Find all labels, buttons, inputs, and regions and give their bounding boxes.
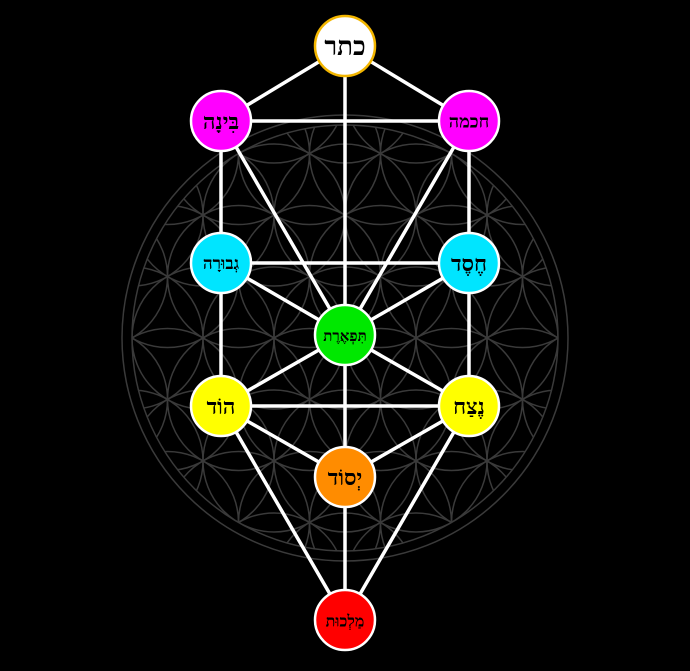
sephira-label-binah: בִּינָה [203,109,239,135]
sephira-circle-malkhut [313,588,377,652]
sephira-tiferet: תִּפְאֶרֶת [313,303,377,367]
pattern-circle [202,512,346,552]
sephira-label-yesod: יְסוֹד [328,465,363,491]
sephira-chesed: חֶסֶד [437,231,501,295]
sephira-circle-keter [313,14,377,78]
sephira-circle-netzach [437,374,501,438]
sephira-binah: בִּינָה [189,89,253,153]
sephira-label-hod: הוֹד [207,394,236,420]
sephira-circle-chokhmah [437,89,501,153]
sephira-netzach: נֶצַח [437,374,501,438]
sephira-yesod: יְסוֹד [313,445,377,509]
sephira-label-tiferet: תִּפְאֶרֶת [323,327,366,345]
sephira-circle-chesed [437,231,501,295]
sephira-circle-yesod [313,445,377,509]
sephira-circle-gevurah [189,231,253,295]
sephira-gevurah: גְבוּרָה [189,231,253,295]
pattern-circle [344,124,488,164]
sephira-hod: הוֹד [189,374,253,438]
path-netzach-malkhut [343,404,471,622]
sephira-circle-tiferet [313,303,377,367]
sephira-label-chesed: חֶסֶד [451,251,487,277]
path-binah-tiferet [219,119,347,337]
sephira-chokhmah: חכמה [437,89,501,153]
sephira-label-netzach: נֶצַח [453,394,485,420]
pattern-circle [202,124,346,164]
sephira-malkhut: מַלְכוּת [313,588,377,652]
sephira-label-chokhmah: חכמה [449,112,489,133]
sephira-label-malkhut: מַלְכוּת [326,612,365,631]
sephira-circle-binah [189,89,253,153]
pattern-circle [344,512,488,552]
path-hod-malkhut [219,404,347,622]
sephirot-layer: כתר בִּינָה חכמה גְבוּרָה חֶסֶד תִּפְאֶרֶת הוֹ… [189,14,501,652]
sephira-label-gevurah: גְבוּרָה [203,254,240,274]
sephira-label-keter: כתר [324,32,365,62]
sephira-keter: כתר [313,14,377,78]
path-chokhmah-tiferet [343,119,471,337]
sephira-circle-hod [189,374,253,438]
